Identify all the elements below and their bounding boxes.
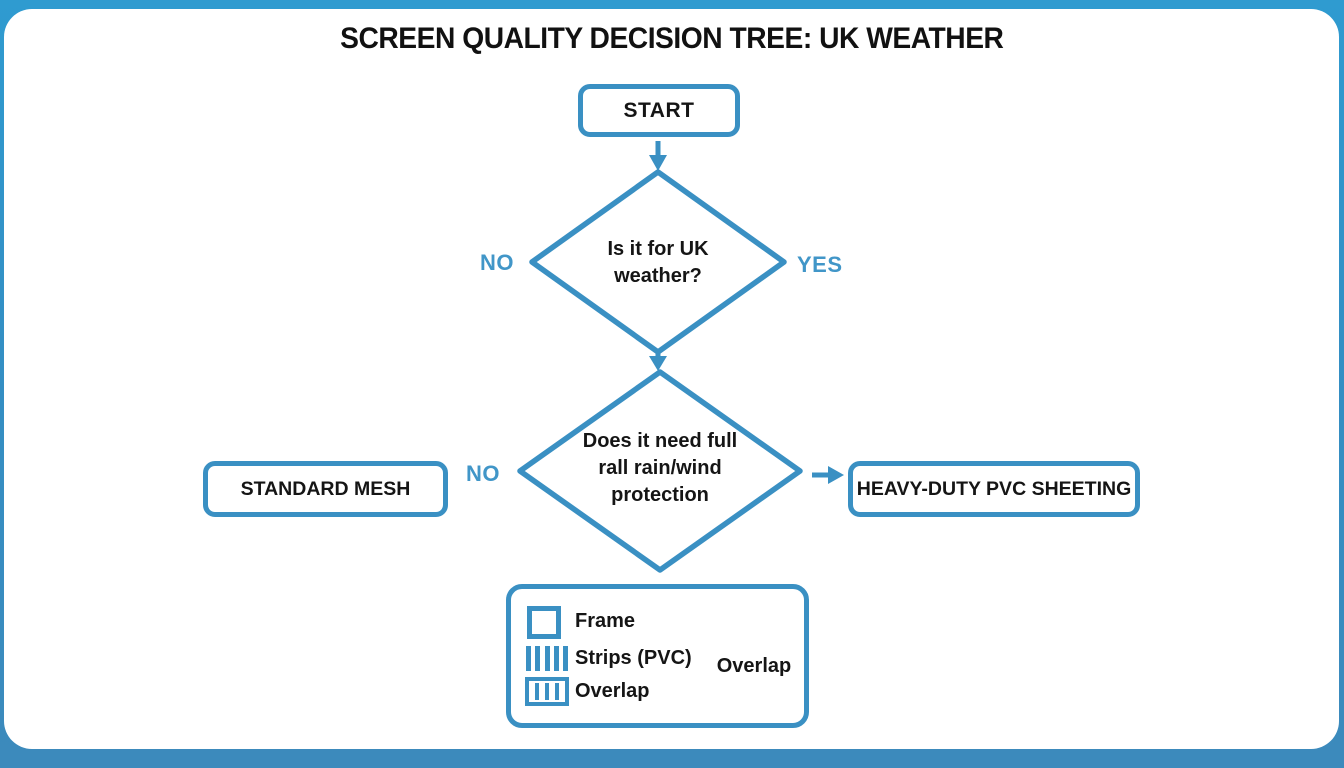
decision2-line1: Does it need full: [582, 430, 738, 452]
decision1-line1: Is it for UK: [607, 238, 709, 260]
decision1-yes-label: YES: [797, 252, 843, 277]
start-node-label: START: [623, 98, 695, 122]
strips-icon: [526, 646, 568, 671]
legend-diamond-label: Overlap: [716, 655, 792, 677]
start-node: START: [578, 84, 740, 137]
outcome-heavy-duty-label: HEAVY-DUTY PVC SHEETING: [856, 477, 1132, 500]
page-title: SCREEN QUALITY DECISION TREE: UK WEATHER: [0, 22, 1344, 56]
decision2-line3: protection: [611, 484, 709, 506]
decision1-label: Is it for UK weather?: [558, 236, 758, 290]
outcome-heavy-duty-node: HEAVY-DUTY PVC SHEETING: [848, 461, 1140, 517]
outcome-standard-mesh-node: STANDARD MESH: [203, 461, 448, 517]
outcome-standard-mesh-label: STANDARD MESH: [240, 477, 411, 500]
page-title-text: SCREEN QUALITY DECISION TREE: UK WEATHER: [340, 22, 1004, 55]
legend-item-label-strips: Strips (PVC): [575, 647, 692, 669]
decision1-no-label: NO: [480, 250, 514, 275]
overlap-icon: [525, 677, 569, 706]
decision2-no-label: NO: [466, 461, 500, 486]
decision2-line2: rall rain/wind: [598, 457, 722, 479]
legend-item-label-frame: Frame: [575, 610, 636, 632]
decision1-line2: weather?: [614, 265, 702, 287]
decision2-label: Does it need full rall rain/wind protect…: [548, 428, 772, 509]
legend-box: Frame Strips (PVC) Overlap: [506, 584, 809, 728]
legend-item-label-overlap: Overlap: [575, 680, 650, 702]
frame-icon: [527, 606, 561, 639]
